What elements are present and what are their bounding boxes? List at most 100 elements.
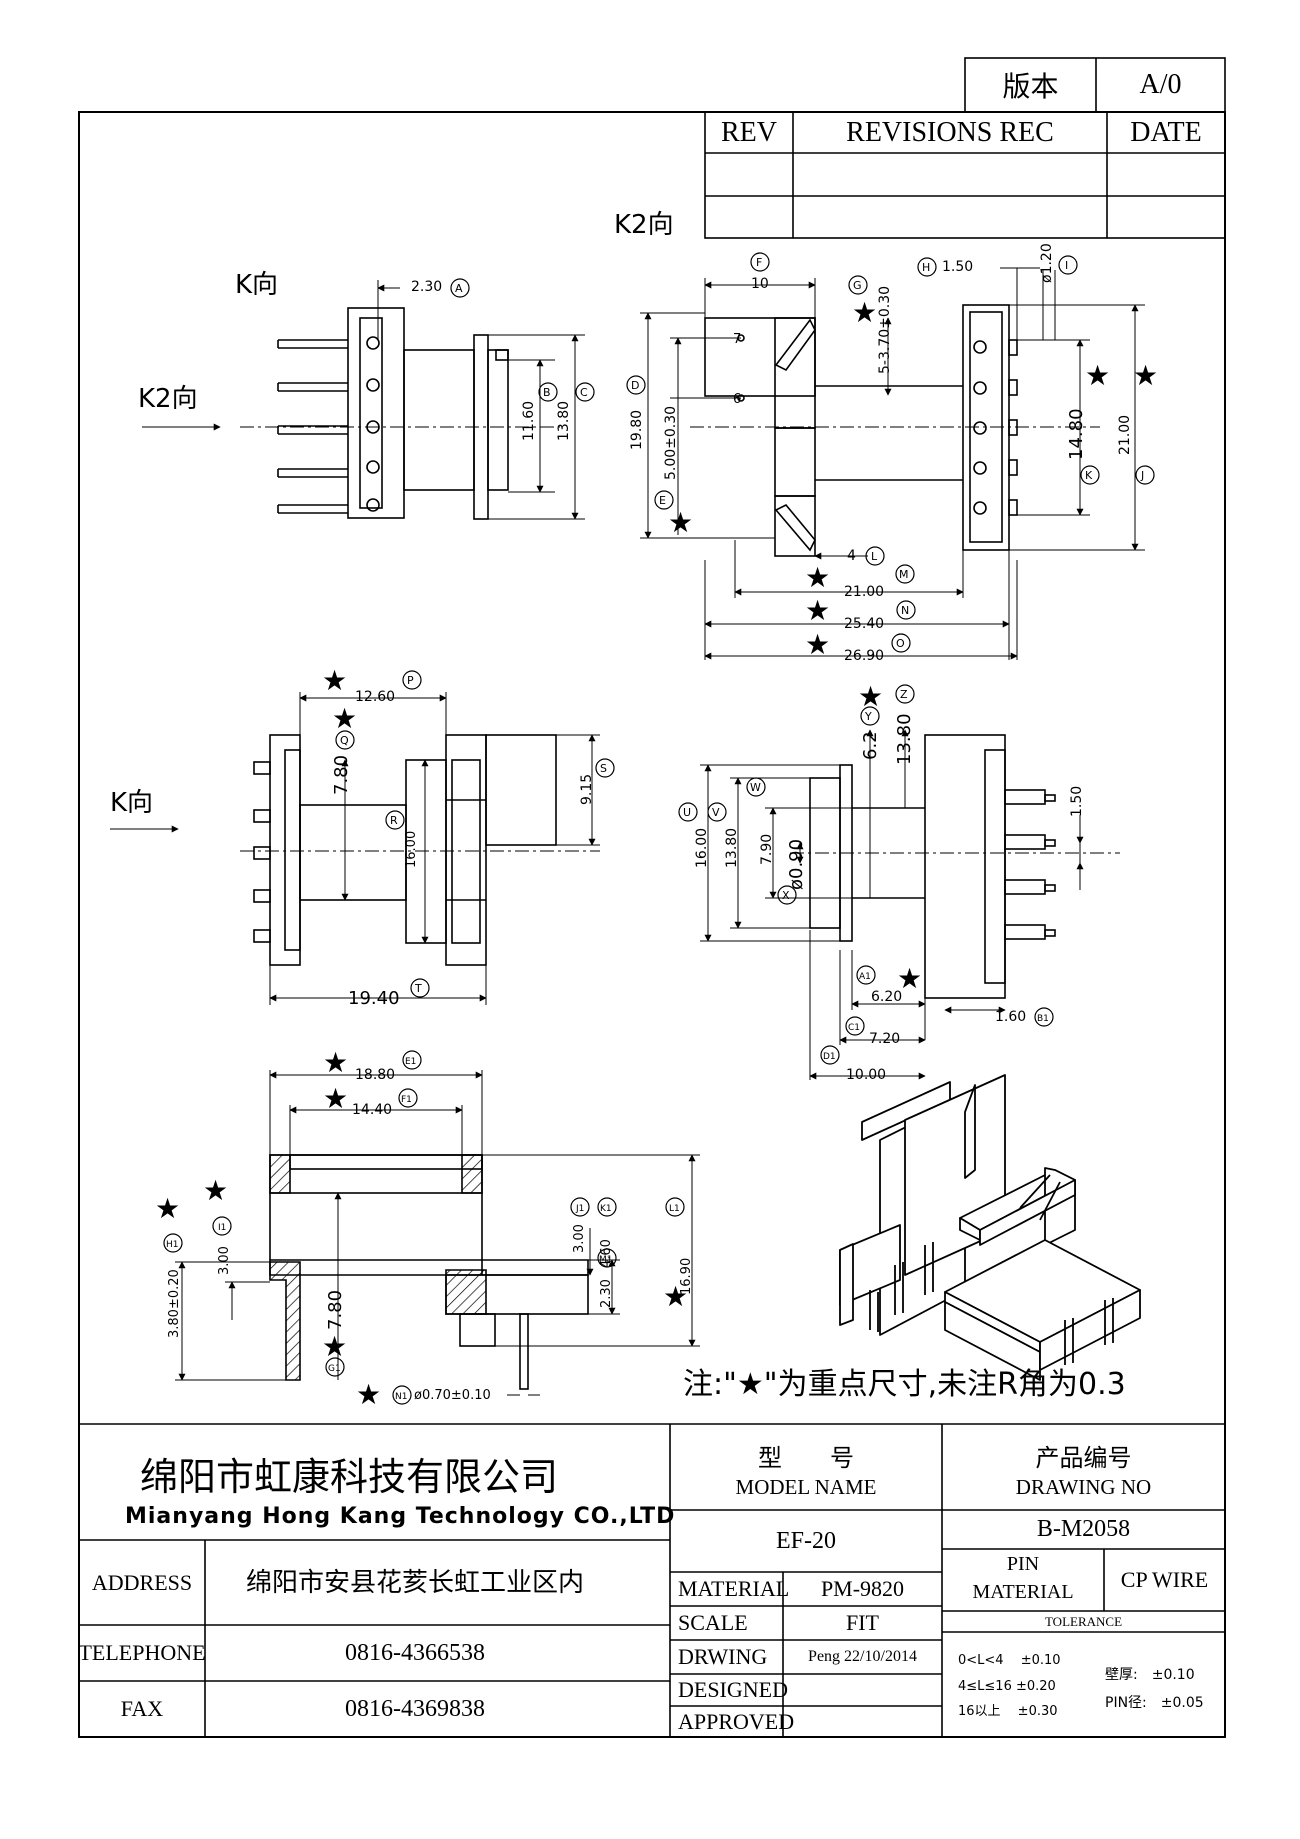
version-value: A/0 [1139, 69, 1182, 100]
dim-i: ø1.20 [1039, 243, 1055, 283]
callout-y: Y [860, 706, 880, 726]
callout-s: S [595, 758, 615, 778]
dim-k: 14.80 [1066, 408, 1087, 460]
dim-l1: 16.90 [679, 1257, 694, 1295]
view-k2-dims [640, 267, 1145, 660]
star-icon: ★ [332, 702, 357, 735]
star-icon: ★ [858, 680, 883, 713]
star-icon: ★ [356, 1378, 381, 1411]
callout-v: V [707, 802, 727, 822]
dim-m: 21.00 [844, 584, 885, 600]
star-markers: ★ ★ ★ ★ ★ ★ ★ ★ ★ ★ ★ ★ ★ ★ ★ ★ ★ ★ [155, 296, 1158, 1411]
sheet-border [78, 111, 1226, 1738]
version-label: 版本 [1002, 70, 1059, 103]
svg-text:E1: E1 [405, 1057, 416, 1067]
callout-t: T [410, 978, 430, 998]
svg-text:G: G [853, 279, 862, 292]
callout-w: W [746, 777, 766, 797]
material-value: PM-9820 [820, 1576, 905, 1601]
svg-text:Y: Y [864, 710, 872, 723]
callout-b1: B1 [1034, 1007, 1054, 1027]
dim-z: 13.80 [894, 713, 915, 765]
tolerance-label: TOLERANCE [1044, 1613, 1123, 1629]
model-label-cn: 型 号 [758, 1443, 854, 1472]
star-icon: ★ [203, 1174, 228, 1207]
callout-k: K [1080, 465, 1100, 485]
star-icon: ★ [852, 296, 877, 329]
drwing-label: DRWING [678, 1644, 768, 1669]
svg-text:R: R [390, 814, 398, 827]
dim-w: 7.90 [759, 833, 775, 865]
svg-text:L1: L1 [669, 1204, 680, 1214]
star-icon: ★ [1133, 359, 1158, 392]
svg-text:P: P [407, 674, 414, 687]
star-icon: ★ [323, 1046, 348, 1079]
star-icon: ★ [668, 506, 693, 539]
company-name-en: Mianyang Hong Kang Technology CO.,LTD [125, 1504, 676, 1529]
view-isometric [839, 1074, 1141, 1381]
callout-c: C [575, 382, 595, 402]
dim-b: 11.60 [521, 400, 537, 441]
callout-e1: E1 [402, 1050, 422, 1070]
callout-markers: A B C D E F G H I J K L M N O P Q R S T … [163, 252, 1155, 1405]
callout-z: Z [895, 684, 915, 704]
callout-o: O [891, 633, 911, 653]
pin-number-6: 6 [733, 392, 742, 407]
callout-n1: N1 [392, 1385, 412, 1405]
star-icon: ★ [805, 561, 830, 594]
svg-text:V: V [712, 806, 720, 819]
callout-n: N [896, 600, 916, 620]
dim-s: 9.15 [579, 773, 595, 805]
callout-f1: F1 [398, 1088, 418, 1108]
svg-text:N: N [901, 604, 909, 617]
callout-i1: I1 [212, 1216, 232, 1236]
dim-x: ø0.90 [786, 838, 807, 890]
svg-text:J1: J1 [575, 1204, 584, 1214]
svg-text:K1: K1 [600, 1204, 612, 1214]
star-icon: ★ [663, 1280, 688, 1313]
view-k2-top [704, 304, 1018, 557]
address-value: 绵阳市安县花荄长虹工业区内 [245, 1567, 584, 1598]
svg-text:B: B [543, 386, 551, 399]
k-view-label: K向 [235, 270, 279, 300]
scale-value: FIT [846, 1610, 879, 1635]
svg-text:W: W [750, 781, 761, 794]
tolerance-row-2: 4≤L≤16 ±0.20 [958, 1679, 1056, 1694]
dim-k1: 4.60 [599, 1239, 614, 1268]
svg-text:S: S [600, 762, 607, 775]
svg-text:M: M [899, 568, 909, 581]
model-value: EF-20 [776, 1527, 836, 1554]
callout-m1: M1 [597, 1248, 617, 1268]
dim-d1: 10.00 [846, 1067, 887, 1083]
telephone-label: TELEPHONE [78, 1640, 206, 1665]
callout-q: Q [335, 730, 355, 750]
title-block-grid [79, 1423, 1225, 1737]
callout-l: L [865, 546, 885, 566]
view-k-middle-dims [110, 692, 600, 1005]
pin-material-label-2: MATERIAL [972, 1580, 1074, 1603]
dim-n1: ø0.70±0.10 [414, 1388, 491, 1403]
star-icon: ★ [805, 594, 830, 627]
svg-text:F1: F1 [401, 1095, 412, 1105]
svg-text:G1: G1 [328, 1364, 341, 1374]
callout-d1: D1 [820, 1045, 840, 1065]
dim-m1: 2.30 [599, 1279, 614, 1308]
svg-text:D: D [631, 379, 639, 392]
svg-text:Z: Z [900, 688, 908, 701]
revision-block [704, 57, 1226, 239]
dim-g: 5-3.70±0.30 [877, 285, 893, 374]
star-icon: ★ [897, 962, 922, 995]
callout-i: I [1058, 255, 1078, 275]
pin-tolerance: PIN径: ±0.05 [1105, 1695, 1204, 1711]
dim-u: 16.00 [694, 827, 710, 868]
callout-a1: A1 [856, 965, 876, 985]
star-icon: ★ [322, 664, 347, 697]
svg-text:C1: C1 [848, 1023, 860, 1033]
svg-text:N1: N1 [395, 1392, 407, 1402]
dim-c: 13.80 [556, 400, 572, 441]
svg-text:A: A [455, 282, 463, 295]
star-icon: ★ [323, 1082, 348, 1115]
callout-e: E [654, 490, 674, 510]
svg-text:I: I [1065, 259, 1068, 272]
